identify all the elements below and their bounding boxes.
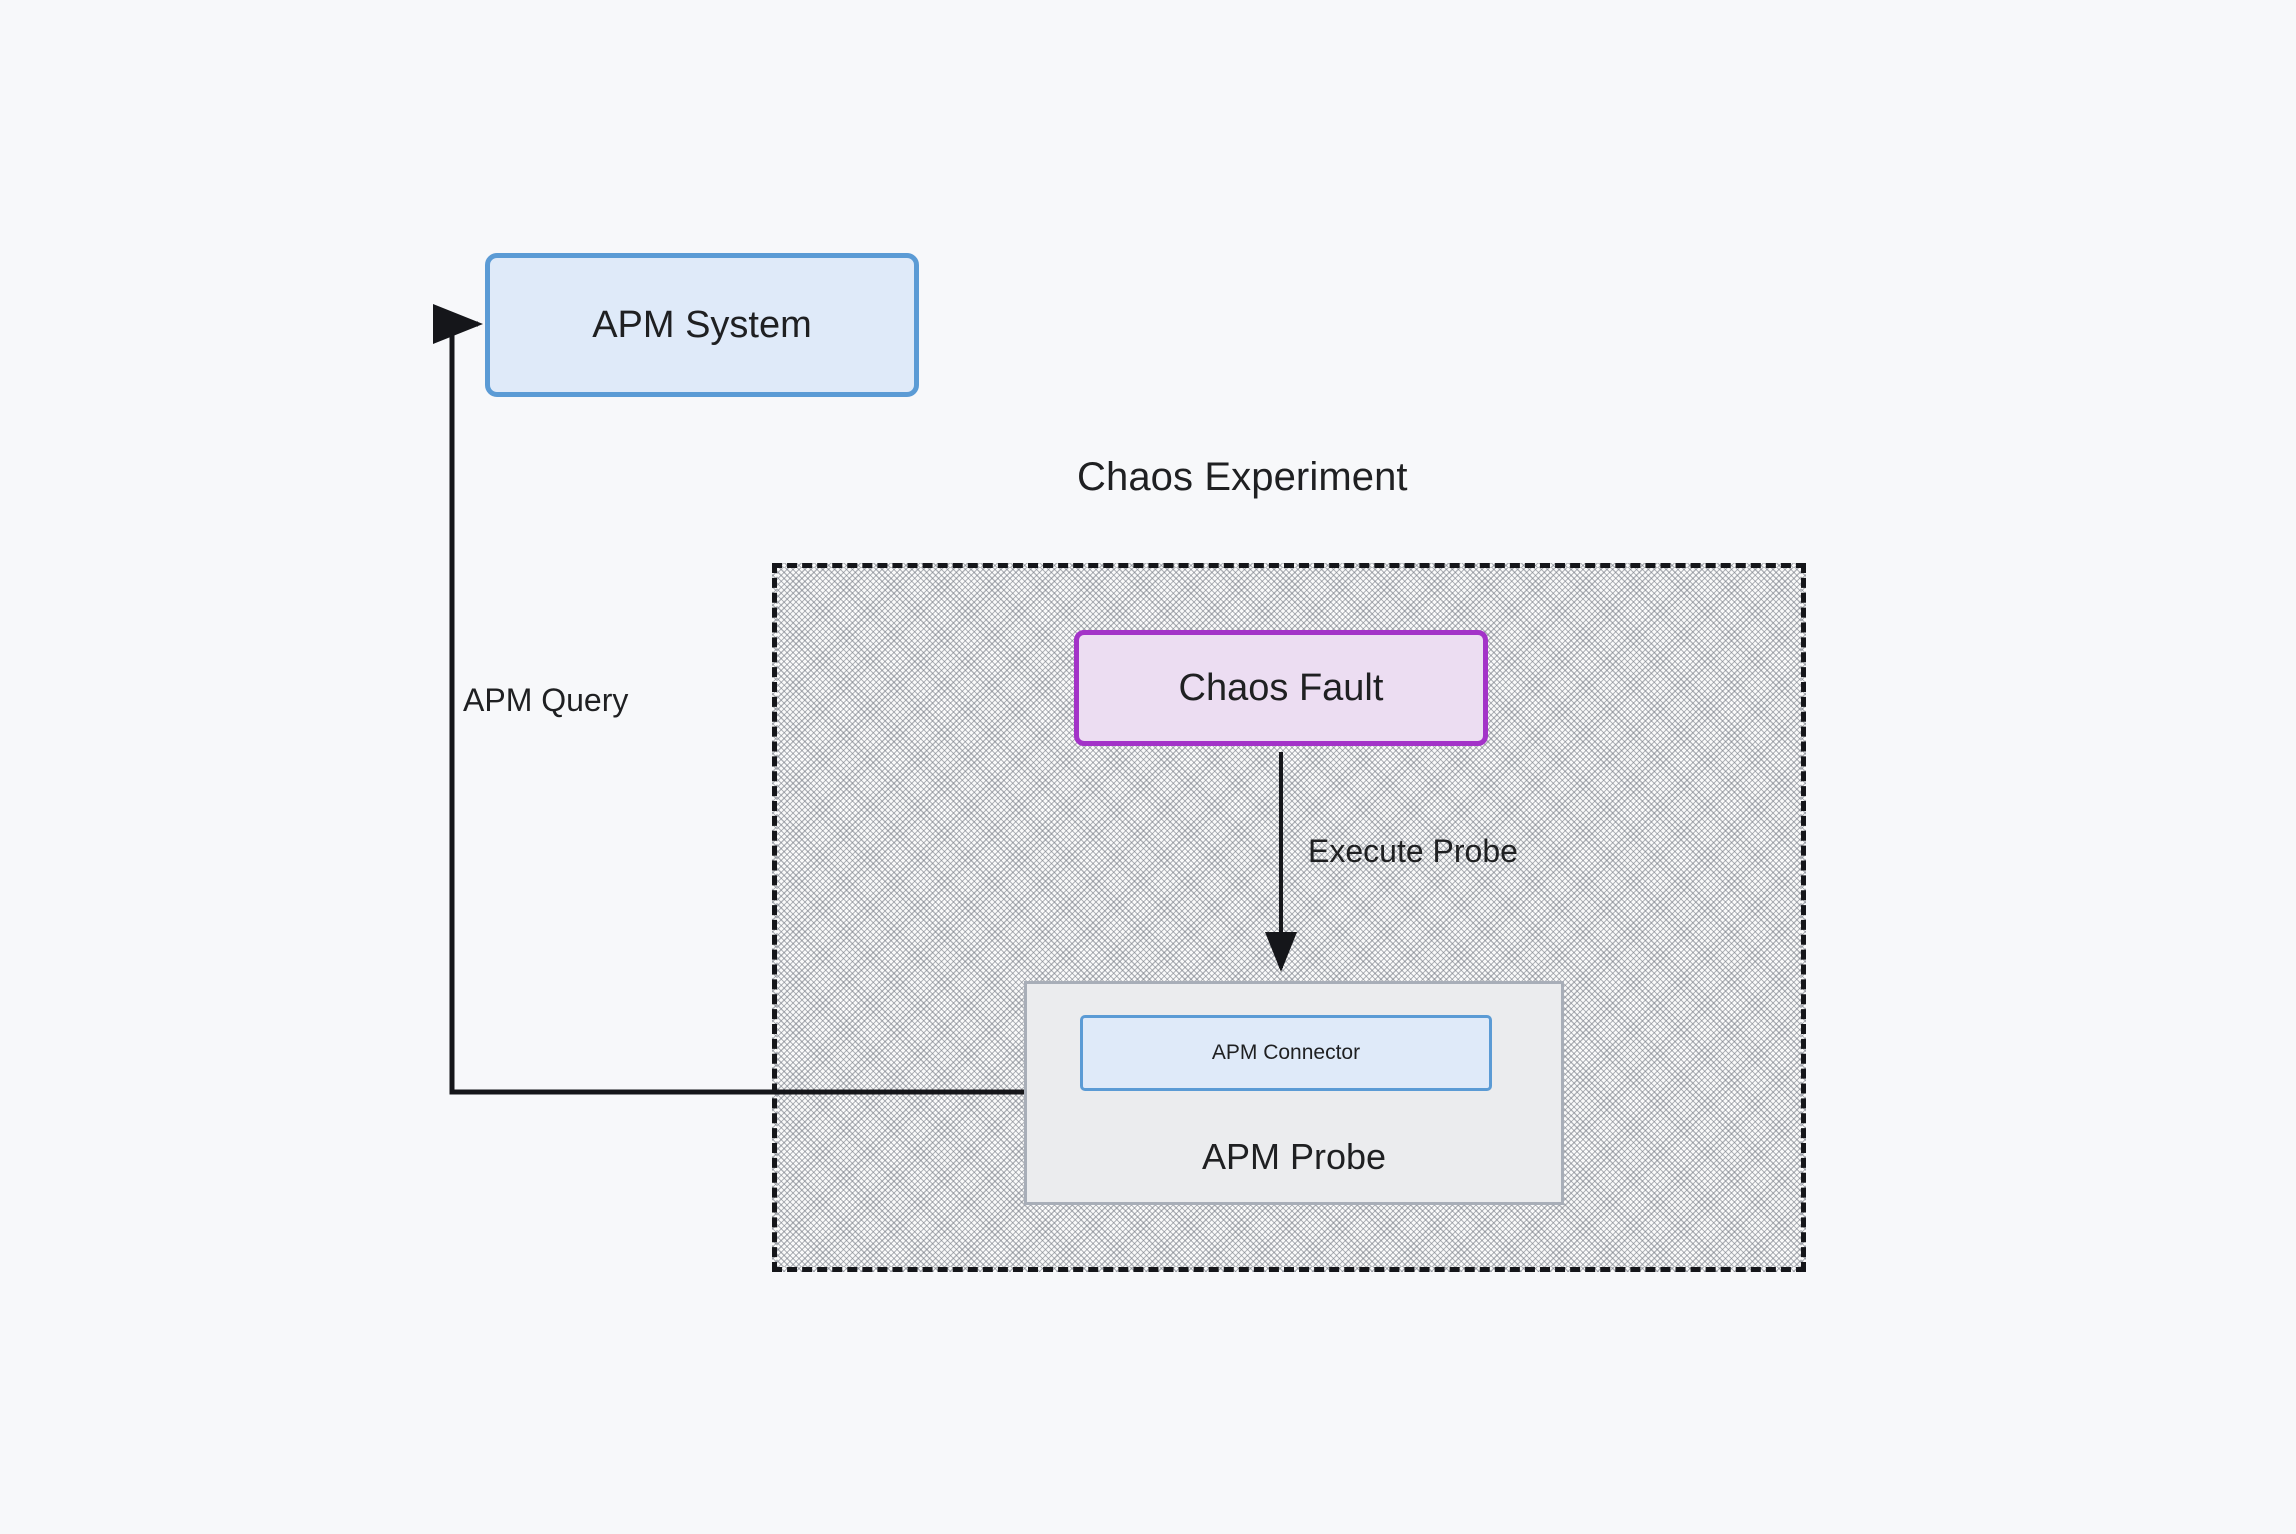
node-apm-connector[interactable]: APM Connector [1080,1015,1492,1091]
node-chaos-fault-label: Chaos Fault [1178,666,1384,709]
edge-label-apm-query: APM Query [463,682,629,718]
subgraph-title-apm-probe: APM Probe [1201,1136,1387,1177]
node-apm-system[interactable]: APM System [485,253,919,397]
edge-label-execute-probe: Execute Probe [1308,833,1518,869]
node-apm-connector-label: APM Connector [1211,1041,1361,1064]
node-chaos-fault[interactable]: Chaos Fault [1074,630,1488,746]
node-apm-system-label: APM System [592,303,812,346]
subgraph-title-chaos-experiment: Chaos Experiment [1077,455,1408,499]
